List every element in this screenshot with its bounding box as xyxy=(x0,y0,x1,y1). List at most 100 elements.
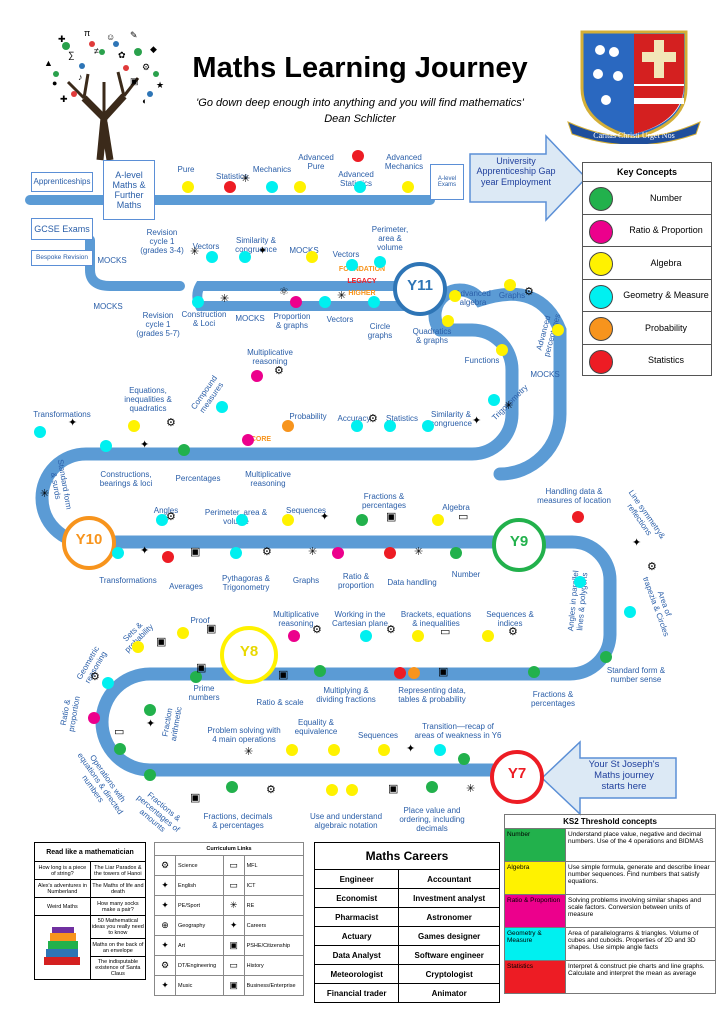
topic-label: Representing data, tables & probability xyxy=(398,686,466,705)
topic-label: Accuracy xyxy=(337,414,371,423)
reading-list-title: Read like a mathematician xyxy=(34,842,146,862)
curriculum-link-icon: ✦ xyxy=(140,439,150,451)
curriculum-link-icon: ⚙ xyxy=(647,561,657,573)
key-concepts-title: Key Concepts xyxy=(583,163,711,182)
topic-label: Place value and ordering, including deci… xyxy=(399,806,465,834)
subject-name: PE/Sport xyxy=(175,895,224,916)
topic-label: Quadratics & graphs xyxy=(412,327,452,346)
subject-icon: ▣ xyxy=(222,935,245,956)
concept-dot xyxy=(528,666,540,678)
topic-label: Advanced Mechanics xyxy=(384,153,424,172)
topic-label: Functions xyxy=(464,356,500,365)
ks2-strand: Number xyxy=(504,828,566,862)
subject-icon: ⚙ xyxy=(154,955,176,976)
topic-label: Equations, inequalities & quadratics xyxy=(124,386,172,414)
concept-dot xyxy=(102,677,114,689)
svg-text:≠: ≠ xyxy=(94,46,99,56)
subject-icon: ⚙ xyxy=(154,855,176,876)
ks2-description: Understand place value, negative and dec… xyxy=(565,828,716,862)
key-concept-name: Ratio & Proportion xyxy=(629,225,703,236)
concept-dot xyxy=(351,420,363,432)
concept-dot xyxy=(224,181,236,193)
topic-label: Statistics xyxy=(215,172,248,181)
topic-label: Proof xyxy=(190,616,210,625)
concept-dot xyxy=(384,420,396,432)
curriculum-row: ⚙Science▭MFL xyxy=(154,855,305,876)
concept-dot xyxy=(384,547,396,559)
tier-higher: HIGHER xyxy=(348,290,376,297)
concept-dot xyxy=(294,181,306,193)
curriculum-link-icon: ⚙ xyxy=(312,624,322,636)
curriculum-link-icon: ✦ xyxy=(258,245,268,257)
topic-label: Sequences & indices xyxy=(486,610,534,629)
concept-dot xyxy=(354,181,366,193)
topic-label: Constructions, bearings & loci xyxy=(99,470,153,489)
tier-legacy: LEGACY xyxy=(347,278,377,285)
topic-label: Transformations xyxy=(33,410,91,419)
svg-text:✚: ✚ xyxy=(60,94,68,104)
svg-text:π: π xyxy=(84,28,90,38)
concept-dot xyxy=(182,181,194,193)
curriculum-link-icon: ✳ xyxy=(414,546,424,558)
svg-text:▲: ▲ xyxy=(44,58,53,68)
svg-text:★: ★ xyxy=(156,80,164,90)
reading-list: Read like a mathematician How long is a … xyxy=(34,842,147,980)
curriculum-link-icon: ⚛ xyxy=(279,286,289,298)
curriculum-link-icon: ▣ xyxy=(156,636,167,648)
topic-label: Graphs xyxy=(292,576,320,585)
career-name: Meteorologist xyxy=(313,964,400,984)
concept-dot xyxy=(488,394,500,406)
book-title: Maths on the back of an envelope xyxy=(89,938,147,957)
concept-dot xyxy=(426,781,438,793)
curriculum-link-icon: ✳ xyxy=(337,290,347,302)
curriculum-link-icon: ⚙ xyxy=(90,671,100,683)
concept-dot xyxy=(458,753,470,765)
curriculum-link-icon: ▣ xyxy=(190,792,201,804)
alevel-box: A-level Maths & Further Maths xyxy=(103,160,155,220)
curriculum-link-icon: ✦ xyxy=(472,415,482,427)
topic-label: Sequences xyxy=(285,506,327,515)
year-badge-y8: Y8 xyxy=(220,626,278,684)
subject-name: Art xyxy=(175,935,224,956)
curriculum-link-icon: ⚙ xyxy=(368,413,378,425)
topic-label: Number xyxy=(451,570,481,579)
subject-icon: ▭ xyxy=(222,875,245,896)
curriculum-links: Curriculum Links ⚙Science▭MFL✦English▭IC… xyxy=(154,842,305,996)
concept-dot xyxy=(360,630,372,642)
concept-dot xyxy=(190,671,202,683)
curriculum-link-icon: ▣ xyxy=(438,666,449,678)
key-concept-swatch xyxy=(589,252,613,276)
curriculum-link-icon: ⚙ xyxy=(166,417,176,429)
topic-label: Vectors xyxy=(192,242,220,251)
curriculum-link-icon: ✦ xyxy=(146,718,156,730)
svg-text:✚: ✚ xyxy=(58,34,66,44)
topic-label: Circle graphs xyxy=(367,322,393,341)
concept-dot xyxy=(206,251,218,263)
concept-dot xyxy=(144,704,156,716)
topic-label: Statistics xyxy=(385,414,418,423)
topic-label: Revision cycle 1 (grades 5-7) xyxy=(136,311,180,339)
crest-motto: Caritas Christi Urget Nos xyxy=(593,131,674,140)
topic-label: Advanced algebra xyxy=(455,289,491,308)
concept-dot xyxy=(144,769,156,781)
concept-dot xyxy=(328,744,340,756)
ks2-description: Use simple formula, generate and describ… xyxy=(565,861,716,895)
subject-name: DT/Engineering xyxy=(175,955,224,976)
concept-dot xyxy=(177,627,189,639)
subject-name: Music xyxy=(175,975,224,996)
curriculum-link-icon: ✦ xyxy=(406,743,416,755)
career-name: Engineer xyxy=(313,869,400,889)
topic-label: Fractions, decimals & percentages xyxy=(203,812,273,831)
key-concept-name: Geometry & Measure xyxy=(623,290,709,301)
svg-text:⚙: ⚙ xyxy=(142,62,150,72)
topic-label: Ratio & scale xyxy=(256,698,304,707)
subject-name: MFL xyxy=(243,855,305,876)
topic-label: Construction & Loci xyxy=(181,310,227,329)
tier-foundation: FOUNDATION xyxy=(338,266,386,273)
topic-label: Fractions & percentages xyxy=(530,690,576,709)
concept-dot xyxy=(282,420,294,432)
concept-dot xyxy=(378,744,390,756)
